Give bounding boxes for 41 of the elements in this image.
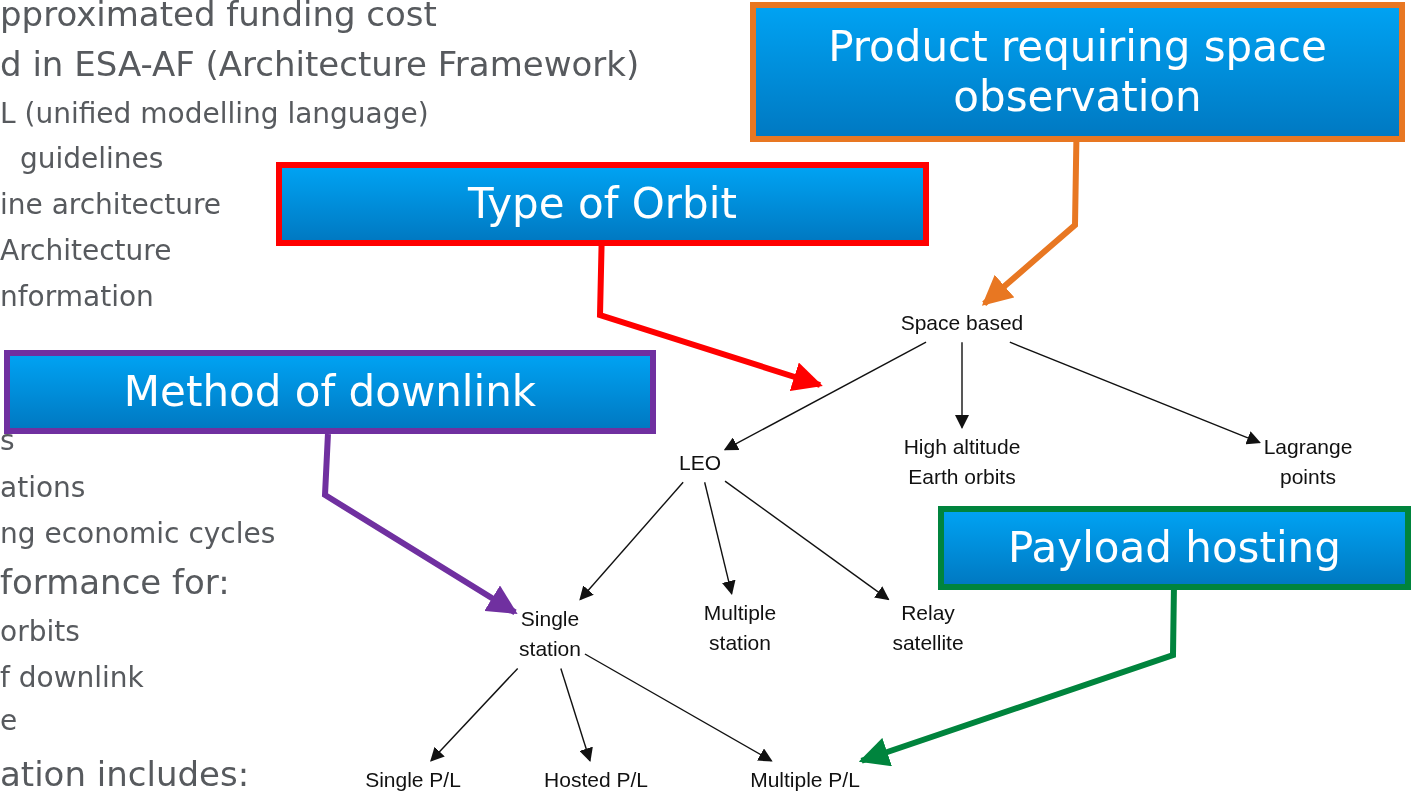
tree-node-label: Single station — [505, 603, 595, 665]
arrow — [955, 341, 969, 429]
arrow — [703, 481, 736, 595]
arrow — [579, 481, 684, 601]
tree-node-label: Single P/L — [363, 764, 463, 796]
arrow — [1009, 341, 1261, 445]
callout-box: Payload hosting — [938, 506, 1411, 590]
slide-text: ations — [0, 474, 86, 502]
tree-node-label: Hosted P/L — [541, 764, 651, 796]
callout-arrow — [858, 589, 1177, 767]
slide-text: pproximated funding cost — [0, 0, 437, 31]
tree-node-label: Space based — [897, 307, 1027, 339]
tree-node-label: Lagrange points — [1248, 431, 1368, 493]
slide-text: e — [0, 707, 18, 735]
callout-arrow — [596, 245, 823, 392]
tree-node-label: Multiple station — [690, 597, 790, 659]
arrow — [723, 341, 927, 451]
slide-text: f downlink — [0, 664, 144, 692]
tree-node-label: Relay satellite — [878, 597, 978, 659]
callout-arrow — [981, 141, 1080, 307]
tree-node-label: Multiple P/L — [735, 764, 875, 796]
slide-text: d in ESA-AF (Architecture Framework) — [0, 47, 640, 81]
callout-box: Method of downlink — [4, 350, 656, 434]
callout-box: Type of Orbit — [276, 162, 929, 246]
tree-node-label: High altitude Earth orbits — [882, 431, 1042, 493]
slide-text: ine architecture — [0, 191, 222, 219]
arrow — [724, 480, 890, 601]
callout-arrow — [321, 433, 518, 615]
arrow — [584, 653, 773, 762]
slide-text: nformation — [0, 283, 154, 311]
tree-node-label: LEO — [670, 447, 730, 479]
slide-text: ng economic cycles — [0, 520, 276, 548]
slide-text: Architecture — [0, 237, 172, 265]
arrow — [560, 667, 593, 763]
slide-text: L (unified modelling language) — [0, 100, 429, 128]
slide-text: orbits — [0, 618, 80, 646]
slide-text: ation includes: — [0, 757, 250, 791]
slide-text: guidelines — [20, 145, 164, 173]
arrow — [430, 667, 519, 762]
callout-box: Product requiring space observation — [750, 2, 1405, 142]
slide-text: formance for: — [0, 565, 230, 599]
